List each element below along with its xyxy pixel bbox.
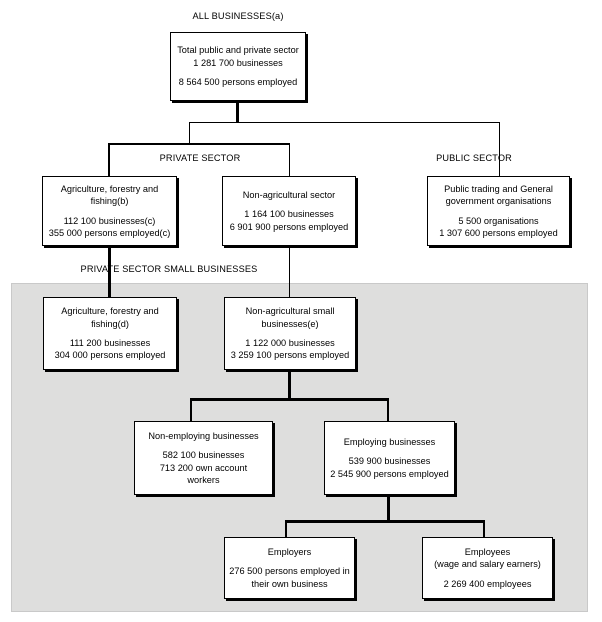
connector-sector-split-bar	[189, 122, 500, 123]
node-line: Employees	[464, 546, 511, 557]
node-line: their own business	[251, 578, 328, 589]
node-line: fishing(b)	[90, 196, 129, 207]
connector-private-sector-down	[189, 122, 190, 144]
connector-non-agricultural-to-small	[289, 246, 290, 298]
node-line: Agriculture, forestry and	[60, 183, 159, 194]
node-line: fishing(d)	[91, 318, 129, 329]
connector-private-split-bar	[108, 143, 290, 145]
connector-employing-split-bar	[190, 398, 389, 401]
node-line: Public trading and General	[444, 183, 553, 194]
node-line: 1 281 700 businesses	[193, 57, 283, 68]
node-line: Non-employing businesses	[148, 430, 259, 441]
node-line: 304 000 persons employed	[54, 350, 166, 361]
caption-public-sector: PUBLIC SECTOR	[436, 153, 512, 163]
node-line: (wage and salary earners)	[434, 559, 541, 570]
connector-non-agricultural-down	[289, 143, 290, 177]
connector-employers-down	[285, 520, 287, 538]
node-agriculture-forestry-fishing-d[interactable]: Agriculture, forestry and fishing(d) 111…	[43, 297, 177, 370]
connector-employees-down	[483, 520, 485, 538]
node-line: Agriculture, forestry and	[61, 306, 159, 317]
node-line: 355 000 persons employed(c)	[48, 227, 171, 238]
node-line: 276 500 persons employed in	[229, 566, 350, 577]
node-line: government organisations	[445, 196, 552, 207]
connector-agriculture-to-small	[108, 246, 111, 298]
connector-employers-split-bar	[285, 520, 485, 523]
node-line: 713 200 own account	[159, 462, 248, 473]
node-non-employing-businesses[interactable]: Non-employing businesses 582 100 busines…	[134, 421, 273, 495]
node-line: 1 164 100 businesses	[244, 209, 334, 220]
node-line: 3 259 100 persons employed	[230, 350, 350, 361]
node-employees-wage-and-salary-earners[interactable]: Employees (wage and salary earners) 2 26…	[422, 537, 553, 599]
caption-private-sector: PRIVATE SECTOR	[159, 153, 241, 163]
node-employing-businesses[interactable]: Employing businesses 539 900 businesses …	[324, 421, 455, 495]
connector-non-ag-small-down	[288, 370, 291, 400]
caption-private-sector-small-businesses: PRIVATE SECTOR SMALL BUSINESSES	[80, 264, 258, 274]
caption-all-businesses: ALL BUSINESSES(a)	[192, 11, 284, 21]
connector-non-employing-down	[190, 398, 192, 422]
connector-employing-businesses-down	[387, 495, 390, 522]
node-line: workers	[187, 474, 220, 485]
connector-agriculture-down	[108, 143, 110, 177]
node-line: 8 564 500 persons employed	[178, 77, 298, 88]
node-line: 1 307 600 persons employed	[439, 227, 558, 238]
node-line: Employing businesses	[343, 436, 436, 447]
node-line: 539 900 businesses	[348, 456, 431, 467]
node-line: Non-agricultural small	[245, 306, 335, 317]
connector-public-sector-down	[499, 122, 500, 176]
node-line: Non-agricultural sector	[242, 189, 336, 200]
node-non-agricultural-small-businesses-e[interactable]: Non-agricultural small businesses(e) 1 1…	[224, 297, 356, 370]
node-line: 5 500 organisations	[458, 215, 539, 226]
node-line: Employers	[267, 546, 312, 557]
node-line: 582 100 businesses	[162, 450, 245, 461]
node-employers[interactable]: Employers 276 500 persons employed in th…	[224, 537, 355, 599]
connector-employing-down	[387, 398, 389, 422]
node-agriculture-forestry-fishing-b[interactable]: Agriculture, forestry and fishing(b) 112…	[42, 176, 177, 246]
node-non-agricultural-sector[interactable]: Non-agricultural sector 1 164 100 busine…	[222, 176, 356, 246]
node-line: businesses(e)	[261, 318, 319, 329]
node-total-public-private-sector[interactable]: Total public and private sector 1 281 70…	[170, 32, 306, 101]
node-line: 6 901 900 persons employed	[229, 221, 349, 232]
node-line: Total public and private sector	[177, 45, 299, 56]
node-line: 2 269 400 employees	[443, 578, 532, 589]
node-line: 1 122 000 businesses	[245, 338, 335, 348]
node-line: 2 545 900 persons employed	[330, 468, 449, 479]
node-line: 111 200 businesses	[69, 338, 151, 348]
connector-total-down	[236, 100, 239, 123]
node-line: 112 100 businesses(c)	[63, 215, 156, 226]
node-public-trading-general-government[interactable]: Public trading and General government or…	[427, 176, 570, 246]
